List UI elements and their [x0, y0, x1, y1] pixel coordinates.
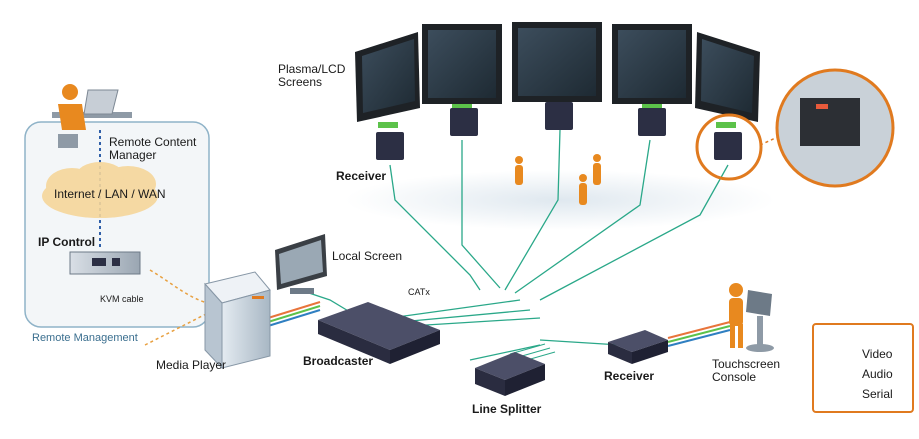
kiosk-icon — [729, 283, 774, 352]
plasma-screens-label: Plasma/LCD Screens — [278, 62, 346, 89]
legend-audio-label: Audio — [862, 367, 893, 381]
receiver-unit — [714, 132, 742, 160]
receiver-highlight-circle — [695, 113, 763, 181]
internet-label: Internet / LAN / WAN — [54, 187, 166, 201]
catx-label: CATx — [408, 287, 430, 297]
receiver-icon — [608, 330, 668, 364]
receiver-top-label: Receiver — [336, 169, 387, 183]
kvm-cable-label: KVM cable — [100, 294, 144, 304]
receiver-unit — [450, 108, 478, 136]
plasma-screen-4 — [612, 24, 692, 110]
cloud-icon — [42, 162, 158, 218]
broadcaster-label: Broadcaster — [303, 354, 374, 368]
local-screen-label: Local Screen — [332, 249, 403, 263]
legend — [812, 323, 914, 413]
splitter-icon — [475, 352, 545, 396]
monitor-icon — [275, 234, 327, 294]
receiver-unit — [638, 108, 666, 136]
ip-control-device — [69, 251, 141, 275]
legend-video-label: Video — [862, 347, 893, 361]
receiver-unit — [545, 102, 573, 130]
standing-people — [515, 154, 601, 205]
av-cable-bundle-player — [267, 301, 321, 327]
touchscreen-console-label: Touchscreen Console — [712, 357, 781, 384]
person-icon — [579, 174, 587, 205]
broadcaster-icon — [318, 302, 440, 364]
plasma-screen-3 — [512, 22, 602, 108]
receiver-bottom-label: Receiver — [604, 369, 655, 383]
plasma-screens — [355, 22, 760, 128]
tower-icon — [204, 271, 271, 370]
catx-cables — [299, 129, 729, 361]
media-player-label: Media Player — [156, 358, 227, 372]
av-cable-bundle-touch — [667, 321, 731, 347]
plasma-screen-5 — [695, 32, 760, 128]
plasma-screen-2 — [422, 24, 502, 110]
remote-content-manager-label: Remote Content Manager — [109, 135, 197, 162]
receivers-top — [376, 102, 742, 160]
person-icon — [515, 156, 523, 185]
receiver-unit — [376, 132, 404, 160]
floor-ellipse — [345, 170, 775, 230]
plasma-screen-1 — [355, 32, 420, 128]
user-icon — [52, 84, 132, 148]
remote-management-label: Remote Management — [32, 332, 138, 344]
person-icon — [593, 154, 601, 185]
line-splitter-label: Line Splitter — [472, 402, 542, 416]
legend-serial-label: Serial — [862, 387, 893, 401]
receiver-zoom-device — [800, 98, 860, 146]
mgmt-link-line — [144, 311, 211, 346]
ip-control-label: IP Control — [38, 235, 96, 249]
